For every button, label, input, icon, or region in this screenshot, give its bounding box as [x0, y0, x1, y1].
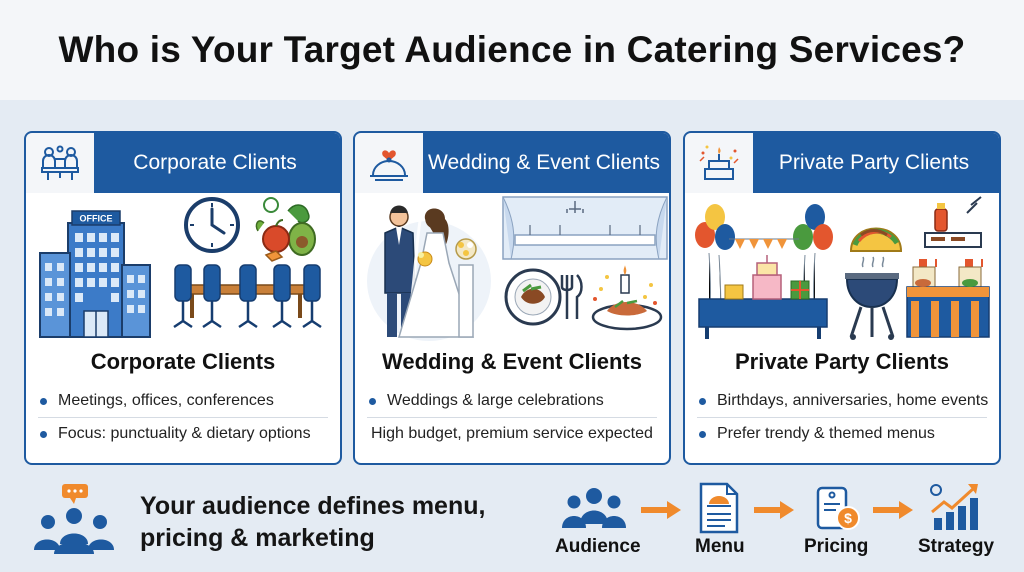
- fine-dining-plate-icon: [504, 268, 583, 326]
- meeting-people-icon: [26, 133, 96, 193]
- bullet-item: High budget, premium service expected: [367, 417, 657, 450]
- bullet-dot: [40, 398, 47, 405]
- summary-line-2: pricing & marketing: [140, 524, 375, 552]
- flow-step-label: Pricing: [804, 536, 869, 557]
- party-illustration: [685, 193, 999, 345]
- arrow-right-icon: [754, 501, 794, 519]
- bullet-dot: [40, 431, 47, 438]
- flow-step-label: Strategy: [918, 536, 995, 557]
- bullet-text: High budget, premium service expected: [371, 425, 653, 442]
- office-sign: OFFICE: [80, 214, 113, 224]
- card-header: Wedding & Event Clients: [355, 133, 669, 193]
- svg-text:$: $: [844, 510, 852, 526]
- audience-group-icon: [562, 488, 626, 528]
- food-stalls-icon: [906, 259, 990, 338]
- grill-plate-icon: [924, 196, 982, 248]
- plated-dish-icon: [591, 265, 663, 331]
- bullet-text: Focus: punctuality & dietary options: [58, 425, 311, 442]
- clock-icon: [184, 197, 240, 253]
- corporate-illustration: OFFICE: [26, 193, 340, 345]
- card-header-title: Wedding & Event Clients: [428, 151, 660, 174]
- bullet-text: Prefer trendy & themed menus: [717, 425, 935, 442]
- bullet-dot: [699, 398, 706, 405]
- bbq-grill-icon: [845, 256, 899, 340]
- conference-table-icon: [173, 264, 322, 329]
- wedding-illustration: [355, 193, 669, 345]
- title-band: Who is Your Target Audience in Catering …: [0, 0, 1024, 100]
- card-subtitle: Corporate Clients: [90, 349, 276, 374]
- menu-document-icon: [699, 482, 739, 534]
- bouquet-stand-icon: [455, 238, 477, 338]
- arrow-right-icon: [873, 501, 913, 519]
- arrow-right-icon: [641, 501, 681, 519]
- summary-message: Your audience defines menu, pricing & ma…: [140, 490, 485, 554]
- summary-line-1: Your audience defines menu,: [140, 492, 486, 520]
- bullet-item: Birthdays, anniversaries, home events: [697, 385, 989, 417]
- bullet-list: Weddings & large celebrations High budge…: [367, 385, 657, 450]
- card-wedding: Wedding & Event Clients: [353, 131, 671, 465]
- card-corporate: Corporate Clients OFFICE: [24, 131, 342, 465]
- card-private-party: Private Party Clients: [683, 131, 1001, 465]
- taco-icon: [849, 227, 903, 252]
- card-header-title: Corporate Clients: [133, 151, 297, 174]
- bullet-text: Weddings & large celebrations: [387, 392, 604, 409]
- page-title: Who is Your Target Audience in Catering …: [58, 29, 966, 70]
- bullet-item: Prefer trendy & themed menus: [697, 417, 987, 450]
- bullet-item: Meetings, offices, conferences: [38, 385, 328, 417]
- bullet-list: Birthdays, anniversaries, home events Pr…: [697, 385, 989, 450]
- cloche-heart-icon: [355, 133, 425, 193]
- card-header-title: Private Party Clients: [778, 151, 970, 174]
- card-header: Corporate Clients: [26, 133, 340, 193]
- flow-step-label: Audience: [555, 536, 641, 557]
- card-subtitle: Wedding & Event Clients: [382, 349, 642, 374]
- bullet-text: Meetings, offices, conferences: [58, 392, 274, 409]
- healthy-food-icon: [255, 197, 316, 262]
- bullet-text: Birthdays, anniversaries, home events: [717, 392, 989, 409]
- bullet-item: Focus: punctuality & dietary options: [38, 417, 328, 450]
- bullet-item: Weddings & large celebrations: [367, 385, 657, 417]
- card-header: Private Party Clients: [685, 133, 999, 193]
- party-table-balloons-icon: [695, 204, 833, 339]
- party-cake-icon: [685, 133, 755, 193]
- banquet-hall-icon: [502, 196, 668, 260]
- price-tag-icon: $: [816, 486, 860, 530]
- flow-step-label: Menu: [695, 536, 745, 557]
- office-building-icon: OFFICE: [39, 210, 151, 338]
- bullet-dot: [699, 431, 706, 438]
- growth-chart-icon: [930, 484, 978, 530]
- card-subtitle: Private Party Clients: [735, 349, 949, 374]
- audience-chat-icon: [34, 484, 114, 554]
- bullet-list: Meetings, offices, conferences Focus: pu…: [38, 385, 328, 450]
- bullet-dot: [369, 398, 376, 405]
